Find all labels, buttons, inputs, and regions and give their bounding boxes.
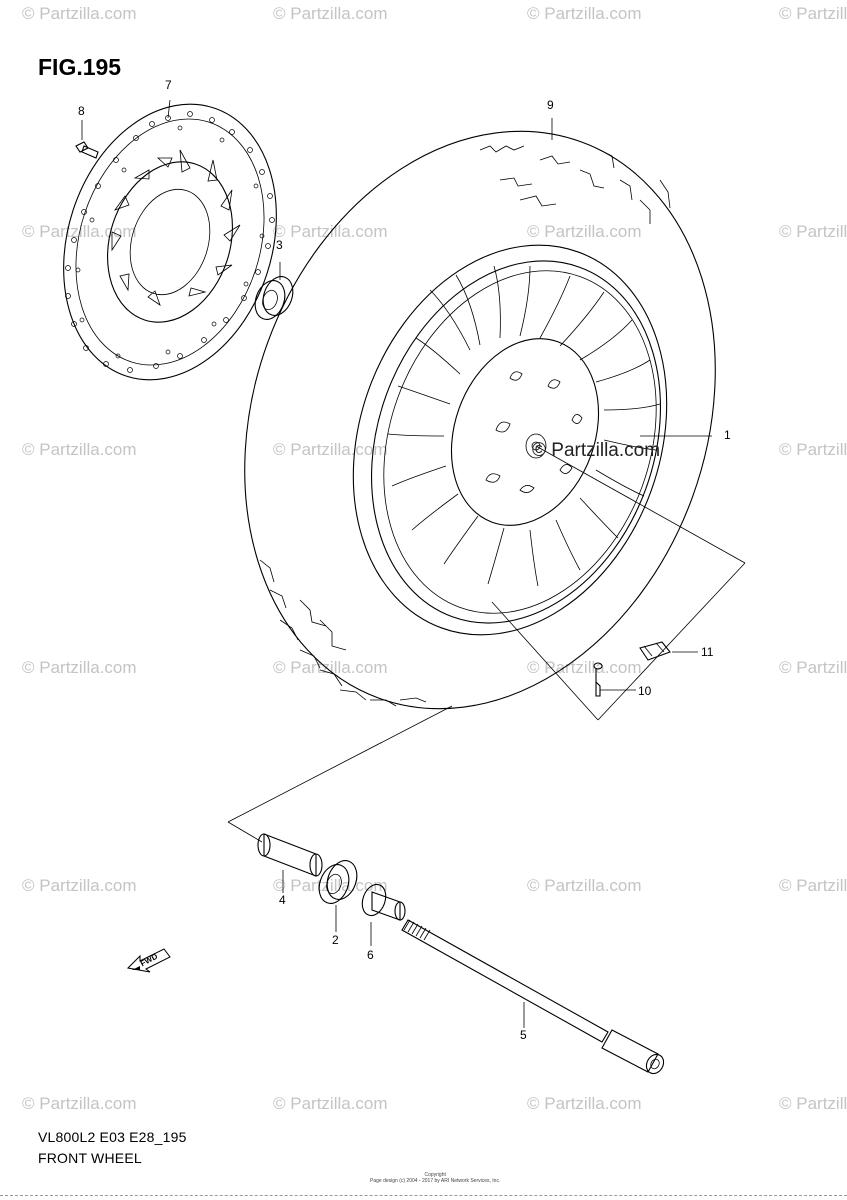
bearing-2-drawing	[318, 860, 358, 904]
watermark: © Partzilla.com	[527, 222, 642, 241]
disc-bolt-drawing	[75, 120, 99, 159]
watermark: © Partzilla.com	[273, 222, 388, 241]
callout-2[interactable]: 2	[332, 933, 339, 947]
watermark: © Partzilla.com	[22, 4, 137, 23]
watermark: © Partzilla.com	[779, 1094, 847, 1113]
watermark: © Partzilla.com	[22, 440, 137, 459]
callout-5[interactable]: 5	[520, 1028, 527, 1042]
copyright-line-2: Page design (c) 2004 - 2017 by ARI Netwo…	[370, 1178, 501, 1184]
watermark: © Partzilla.com	[779, 876, 847, 895]
watermark: © Partzilla.com	[273, 1094, 388, 1113]
callout-9[interactable]: 9	[547, 98, 554, 112]
spacer-4-drawing	[257, 833, 323, 877]
watermark: © Partzilla.com	[527, 1094, 642, 1113]
bottom-border	[0, 1195, 847, 1196]
watermark: © Partzilla.com	[779, 440, 847, 459]
watermark: © Partzilla.com	[779, 222, 847, 241]
watermark: © Partzilla.com	[779, 658, 847, 677]
watermark: © Partzilla.com	[22, 1094, 137, 1113]
watermark: © Partzilla.com	[527, 876, 642, 895]
callout-6[interactable]: 6	[367, 948, 374, 962]
watermark: © Partzilla.com	[273, 658, 388, 677]
watermark: © Partzilla.com	[22, 876, 137, 895]
copyright-line-1: Copyright	[424, 1172, 446, 1178]
watermark: © Partzilla.com	[273, 876, 388, 895]
watermark: © Partzilla.com	[22, 222, 137, 241]
copyright-notice: Copyright Page design (c) 2004 - 2017 by…	[370, 1172, 500, 1184]
watermark: © Partzilla.com	[779, 4, 847, 23]
bearing-3-drawing	[254, 262, 294, 320]
leader-lines	[167, 99, 746, 1028]
wheel-assembly-drawing	[244, 130, 716, 710]
watermark: © Partzilla.com	[527, 4, 642, 23]
brake-disc-drawing	[63, 103, 277, 381]
callout-3[interactable]: 3	[276, 238, 283, 252]
callout-8[interactable]: 8	[78, 104, 85, 118]
callout-10[interactable]: 10	[638, 684, 652, 698]
forward-arrow-icon	[126, 948, 171, 973]
watermark: © Partzilla.com	[273, 4, 388, 23]
watermark: © Partzilla.com	[273, 440, 388, 459]
center-watermark: © Partzilla.com	[532, 440, 661, 461]
figure-title: FIG.195	[38, 54, 122, 80]
axle-5-drawing	[401, 919, 665, 1075]
callout-1[interactable]: 1	[724, 428, 731, 442]
watermark: © Partzilla.com	[22, 658, 137, 677]
valve-and-cap-drawing	[593, 641, 671, 697]
callout-4[interactable]: 4	[279, 893, 286, 907]
diagram-name: FRONT WHEEL	[38, 1150, 142, 1166]
callout-7[interactable]: 7	[165, 78, 172, 92]
collar-6-drawing	[361, 883, 406, 921]
callout-11[interactable]: 11	[701, 645, 714, 659]
model-code: VL800L2 E03 E28_195	[38, 1129, 187, 1145]
